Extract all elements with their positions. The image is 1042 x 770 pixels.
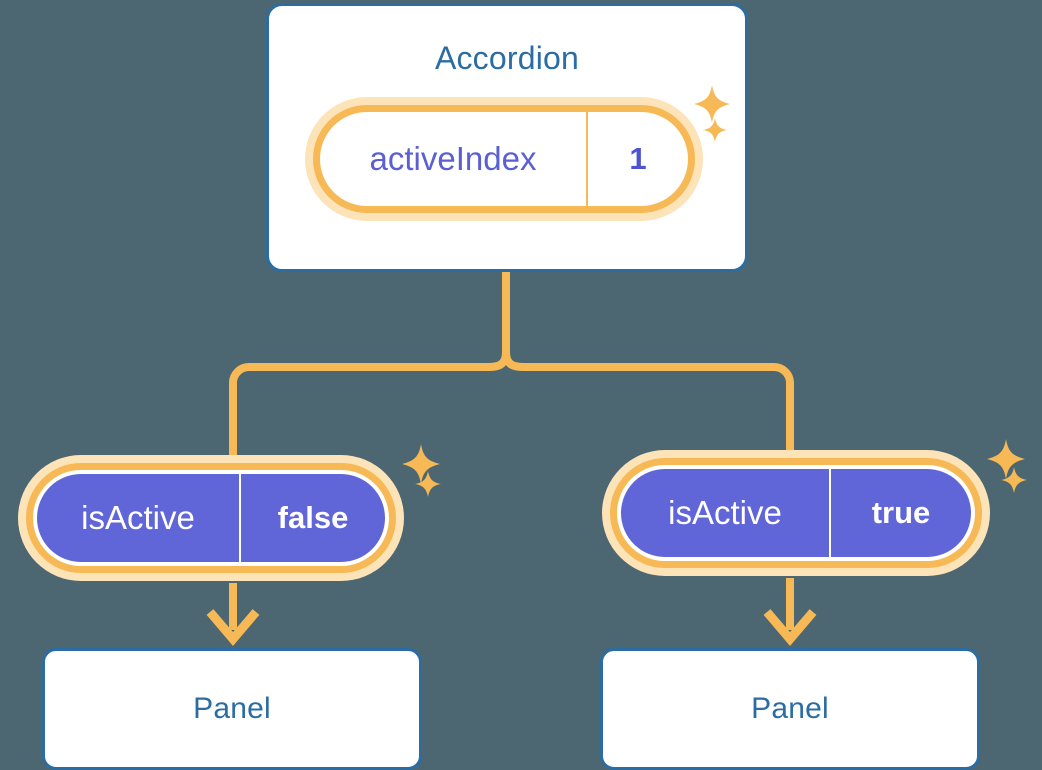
connector-branch-right xyxy=(502,348,794,458)
prop-key-is-active-right: isActive xyxy=(621,469,831,557)
panel-title-right: Panel xyxy=(751,692,829,725)
prop-pill-border: activeIndex 1 xyxy=(313,105,695,213)
prop-key-is-active-left: isActive xyxy=(37,474,241,562)
prop-pill-ring: isActive false xyxy=(33,470,389,566)
panel-title-left: Panel xyxy=(193,692,271,725)
prop-pill-is-active-true[interactable]: isActive true xyxy=(602,450,990,576)
sparkle-four-point-small xyxy=(414,470,442,498)
prop-key-active-index: activeIndex xyxy=(320,112,588,206)
prop-pill-border: isActive false xyxy=(26,463,396,573)
sparkle-four-point-large xyxy=(400,443,442,485)
prop-pill-body: isActive true xyxy=(621,469,971,557)
prop-pill-inner: activeIndex 1 xyxy=(320,112,688,206)
prop-pill-ring: isActive true xyxy=(617,465,975,561)
sparkle-four-point-small xyxy=(1000,466,1028,494)
connector-branch-left xyxy=(229,348,510,463)
prop-value-is-active-right: true xyxy=(871,495,931,530)
sparkle-four-point-large xyxy=(985,438,1027,480)
panel-component-card-left[interactable]: Panel xyxy=(42,648,422,770)
arrow-right-pill-to-panel xyxy=(763,578,817,646)
arrow-left-pill-to-panel xyxy=(206,583,260,646)
prop-pill-is-active-false[interactable]: isActive false xyxy=(18,455,404,581)
accordion-title: Accordion xyxy=(434,40,580,76)
prop-value-is-active-left: false xyxy=(277,500,349,535)
prop-pill-body: isActive false xyxy=(37,474,385,562)
prop-pill-active-index[interactable]: activeIndex 1 xyxy=(305,97,703,221)
panel-component-card-right[interactable]: Panel xyxy=(600,648,980,770)
prop-pill-border: isActive true xyxy=(610,458,982,568)
prop-value-active-index: 1 xyxy=(629,141,647,176)
